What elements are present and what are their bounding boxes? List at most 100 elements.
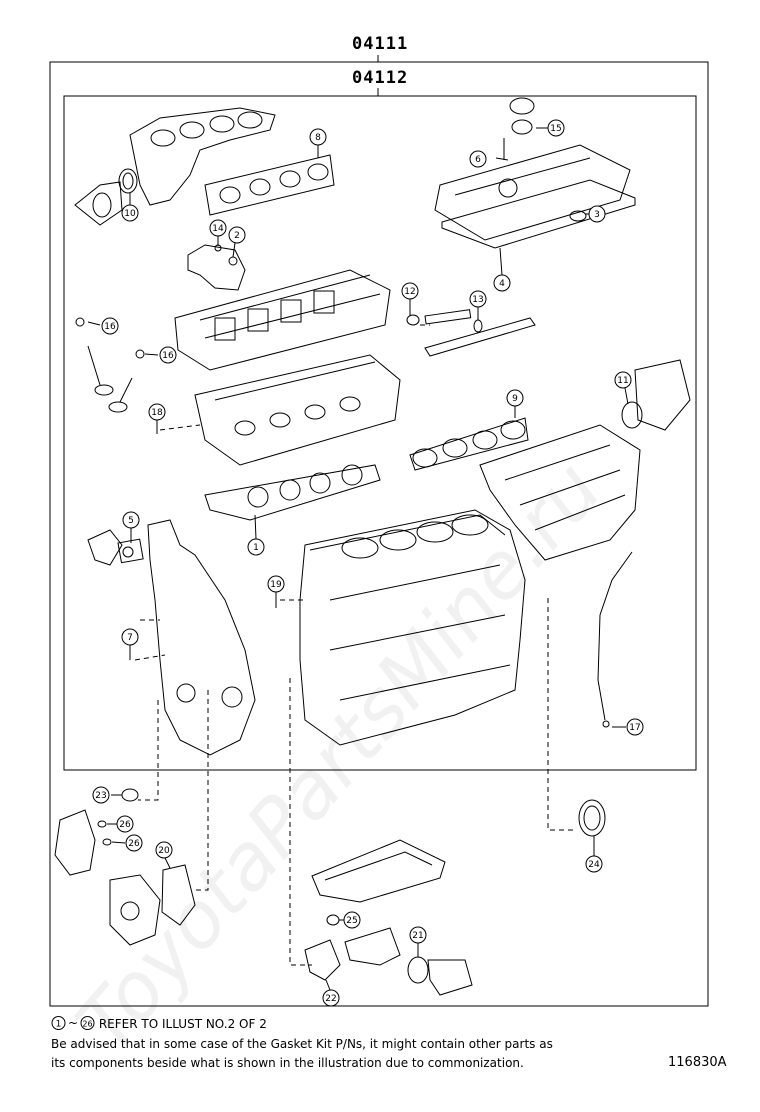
gasket-8-shape bbox=[204, 154, 335, 216]
illustration-id: 116830A bbox=[668, 1055, 727, 1070]
leader-lines bbox=[87, 127, 629, 991]
callout-label: 21 bbox=[412, 931, 423, 941]
callout-layer: 1234567891011121314151616171819202122232… bbox=[92, 119, 644, 1007]
callout-label: 13 bbox=[472, 295, 483, 305]
gasket-10-shape bbox=[118, 168, 138, 194]
callout-24: 24 bbox=[585, 855, 603, 873]
callout-label: 7 bbox=[127, 633, 133, 643]
callout-4: 4 bbox=[493, 274, 511, 292]
dipstick-guide-drawing bbox=[597, 551, 633, 721]
dash-link-22 bbox=[289, 678, 312, 966]
exhaust-manifold-drawing bbox=[74, 107, 276, 226]
callout-21: 21 bbox=[409, 926, 427, 944]
callout-label: 11 bbox=[617, 376, 628, 386]
callout-label: 17 bbox=[629, 723, 640, 733]
head-gasket-1-shape bbox=[204, 464, 381, 521]
refer-range-end: 26 bbox=[82, 1020, 92, 1029]
callout-label: 1 bbox=[253, 543, 259, 553]
fuel-rail-drawing bbox=[406, 309, 536, 357]
callout-label: 4 bbox=[499, 279, 505, 289]
sensor-assembly-drawing bbox=[187, 244, 246, 291]
callout-label: 26 bbox=[119, 820, 131, 830]
callout-label: 3 bbox=[594, 210, 600, 220]
callout-label: 9 bbox=[512, 394, 518, 404]
intake-gasket-9-shape bbox=[409, 417, 529, 471]
water-inlet-drawing bbox=[344, 927, 473, 996]
callout-6: 6 bbox=[469, 150, 487, 168]
dash-link-24 bbox=[547, 598, 574, 831]
callout-5: 5 bbox=[122, 511, 140, 529]
water-pump-drawing bbox=[54, 809, 161, 946]
callout-18: 18 bbox=[148, 403, 166, 421]
outer-kit-code: 04111 bbox=[352, 34, 409, 54]
callout-label: 12 bbox=[404, 287, 415, 297]
timing-cover-drawing bbox=[147, 519, 256, 756]
callout-label: 24 bbox=[588, 860, 600, 870]
inner-kit-frame bbox=[63, 95, 697, 771]
callout-26: 26 bbox=[116, 815, 134, 833]
callout-label: 5 bbox=[128, 516, 134, 526]
callout-25: 25 bbox=[343, 911, 361, 929]
callout-2: 2 bbox=[228, 226, 246, 244]
callout-12: 12 bbox=[401, 282, 419, 300]
callout-label: 18 bbox=[151, 408, 163, 418]
refer-note: 1 ~ 26 REFER TO ILLUST NO.2 OF 2 bbox=[51, 1015, 267, 1034]
callout-label: 14 bbox=[212, 224, 224, 234]
callout-19: 19 bbox=[267, 575, 285, 593]
callout-label: 15 bbox=[550, 124, 561, 134]
camshaft-housing-drawing bbox=[174, 269, 391, 371]
oil-pan-drawing bbox=[311, 839, 446, 903]
callout-15: 15 bbox=[547, 119, 565, 137]
oil-filler-cap-drawing bbox=[509, 97, 535, 115]
intake-manifold-drawing bbox=[479, 424, 641, 561]
callout-20: 20 bbox=[155, 841, 173, 859]
callout-17: 17 bbox=[626, 718, 644, 736]
callout-16: 16 bbox=[101, 317, 119, 335]
callout-label: 16 bbox=[104, 322, 116, 332]
outer-kit-frame bbox=[49, 61, 709, 1007]
callout-9: 9 bbox=[506, 389, 524, 407]
callout-label: 6 bbox=[475, 155, 481, 165]
callout-label: 25 bbox=[346, 916, 357, 926]
callout-3: 3 bbox=[588, 205, 606, 223]
rear-oil-seal-drawing bbox=[578, 799, 606, 837]
cylinder-head-drawing bbox=[194, 354, 401, 466]
cylinder-block-drawing bbox=[299, 509, 526, 746]
callout-23: 23 bbox=[92, 786, 110, 804]
thermostat-housing-drawing bbox=[304, 939, 341, 981]
throttle-body-drawing bbox=[621, 359, 691, 431]
callout-label: 10 bbox=[124, 209, 136, 219]
inner-kit-code: 04112 bbox=[352, 68, 409, 88]
valves-drawing bbox=[75, 317, 145, 413]
refer-range-icons: 1 ~ 26 bbox=[51, 1016, 95, 1030]
callout-22: 22 bbox=[322, 989, 340, 1007]
head-cover-gasket-4-shape bbox=[441, 179, 636, 249]
callout-8: 8 bbox=[309, 128, 327, 146]
head-cover-drawing bbox=[434, 144, 631, 241]
callout-label: 2 bbox=[234, 231, 240, 241]
water-outlet-drawing bbox=[87, 529, 144, 566]
callout-26: 26 bbox=[125, 834, 143, 852]
refer-range-start: 1 bbox=[56, 1020, 62, 1030]
callout-11: 11 bbox=[614, 371, 632, 389]
callout-16: 16 bbox=[159, 346, 177, 364]
gasket-20-shape bbox=[161, 864, 196, 926]
callout-10: 10 bbox=[121, 204, 139, 222]
callout-label: 19 bbox=[270, 580, 282, 590]
callout-7: 7 bbox=[121, 628, 139, 646]
refer-text: REFER TO ILLUST NO.2 OF 2 bbox=[98, 1017, 267, 1031]
callout-label: 16 bbox=[162, 351, 174, 361]
refer-range-sep: ~ bbox=[68, 1016, 78, 1030]
callout-label: 8 bbox=[315, 133, 321, 143]
advice-line-1: Be advised that in some case of the Gask… bbox=[51, 1037, 553, 1051]
callout-13: 13 bbox=[469, 290, 487, 308]
callout-1: 1 bbox=[247, 538, 265, 556]
dash-link-23 bbox=[138, 700, 159, 801]
callout-label: 23 bbox=[95, 791, 106, 801]
callout-label: 26 bbox=[128, 839, 140, 849]
callout-14: 14 bbox=[209, 219, 227, 237]
callout-label: 20 bbox=[158, 846, 170, 856]
advice-line-2: its components beside what is shown in t… bbox=[51, 1056, 524, 1070]
